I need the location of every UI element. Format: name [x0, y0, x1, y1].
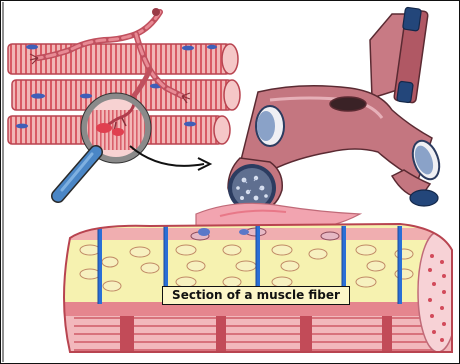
diagram-caption: Section of a muscle fiber: [162, 286, 350, 305]
muscle-fiber-section: [60, 203, 460, 360]
